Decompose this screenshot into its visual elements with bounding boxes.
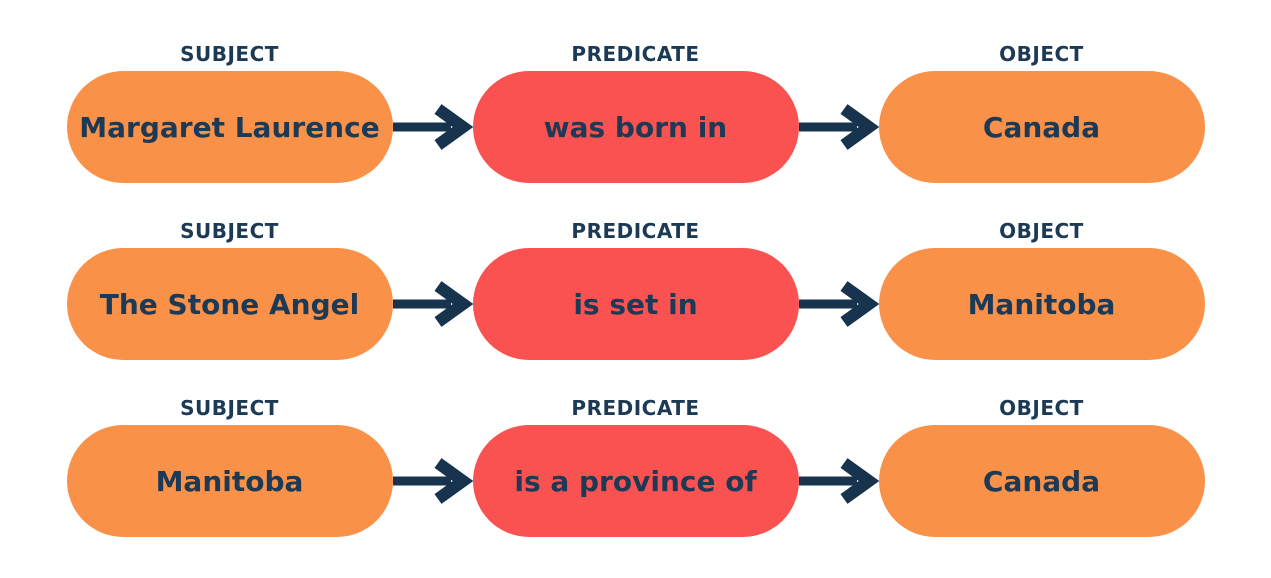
subject-cell: SUBJECT Manitoba: [66, 396, 393, 537]
predicate-pill: is a province of: [472, 425, 799, 537]
object-cell: OBJECT Manitoba: [878, 219, 1205, 360]
object-text: Canada: [982, 464, 1101, 498]
predicate-text: is set in: [573, 287, 698, 321]
triple-row-2: SUBJECT The Stone Angel PREDICATE is set…: [0, 219, 1271, 360]
arrow-right-icon: [392, 104, 473, 150]
predicate-cell: PREDICATE is a province of: [472, 396, 799, 537]
predicate-column-label: PREDICATE: [571, 396, 700, 420]
arrow-right-icon: [798, 281, 879, 327]
object-column-label: OBJECT: [999, 396, 1084, 420]
arrow-right-icon: [392, 458, 473, 504]
subject-cell: SUBJECT The Stone Angel: [66, 219, 393, 360]
object-pill: Canada: [878, 425, 1205, 537]
arrow-right-icon: [392, 281, 473, 327]
arrow-right-icon: [798, 104, 879, 150]
predicate-cell: PREDICATE was born in: [472, 42, 799, 183]
object-pill: Canada: [878, 71, 1205, 183]
predicate-pill: was born in: [472, 71, 799, 183]
subject-text: Margaret Laurence: [79, 110, 380, 144]
subject-pill: Margaret Laurence: [66, 71, 393, 183]
predicate-cell: PREDICATE is set in: [472, 219, 799, 360]
predicate-pill: is set in: [472, 248, 799, 360]
object-text: Manitoba: [967, 287, 1116, 321]
object-column-label: OBJECT: [999, 219, 1084, 243]
predicate-text: was born in: [543, 110, 728, 144]
subject-cell: SUBJECT Margaret Laurence: [66, 42, 393, 183]
predicate-column-label: PREDICATE: [571, 219, 700, 243]
subject-column-label: SUBJECT: [180, 396, 279, 420]
object-text: Canada: [982, 110, 1101, 144]
object-cell: OBJECT Canada: [878, 396, 1205, 537]
triple-row-3: SUBJECT Manitoba PREDICATE is a province…: [0, 396, 1271, 537]
object-pill: Manitoba: [878, 248, 1205, 360]
subject-column-label: SUBJECT: [180, 219, 279, 243]
triple-row-1: SUBJECT Margaret Laurence PREDICATE was …: [0, 42, 1271, 183]
predicate-column-label: PREDICATE: [571, 42, 700, 66]
object-cell: OBJECT Canada: [878, 42, 1205, 183]
object-column-label: OBJECT: [999, 42, 1084, 66]
arrow-right-icon: [798, 458, 879, 504]
predicate-text: is a province of: [514, 464, 757, 498]
subject-pill: The Stone Angel: [66, 248, 393, 360]
subject-text: Manitoba: [155, 464, 304, 498]
subject-text: The Stone Angel: [99, 287, 360, 321]
subject-pill: Manitoba: [66, 425, 393, 537]
subject-column-label: SUBJECT: [180, 42, 279, 66]
